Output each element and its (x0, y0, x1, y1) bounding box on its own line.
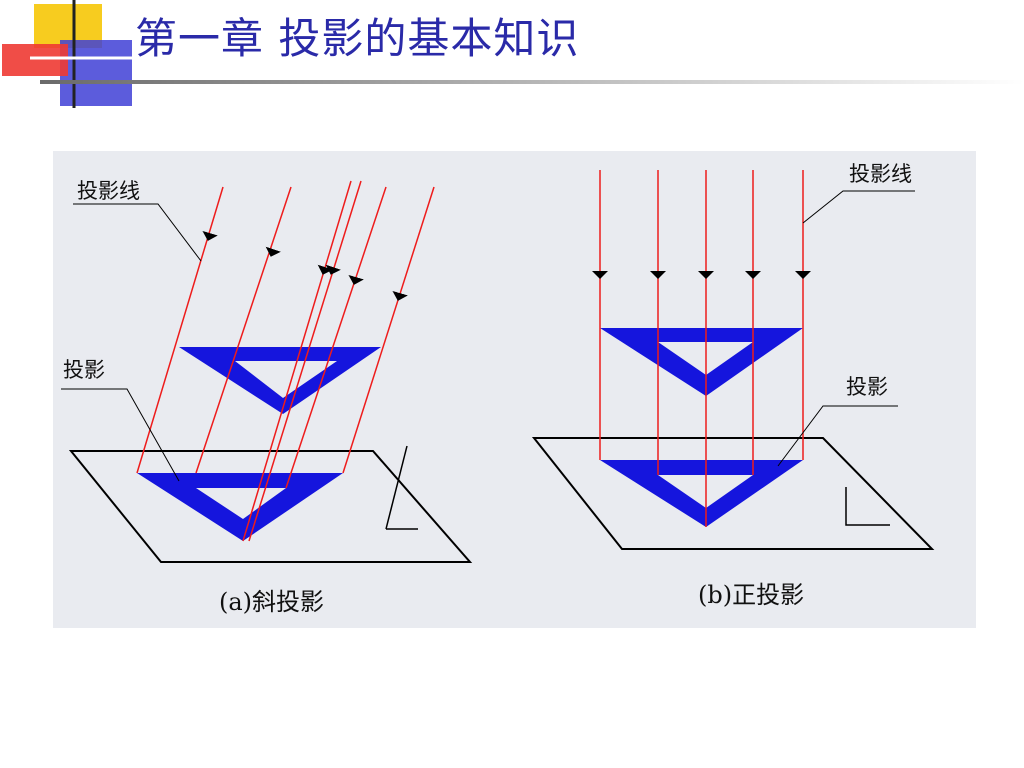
diagram-b-right-angle-mark (845, 487, 890, 526)
diagram-a-projection-line (342, 186, 435, 474)
diagram-a-projection-line-label: 投影线 (77, 179, 140, 203)
diagram-b-projection-label: 投影 (846, 375, 888, 399)
projection-figure: 投影线 投影 (a)斜投影 (61, 162, 935, 616)
diagram-b-caption: (b)正投影 (698, 581, 804, 609)
diagram-a-projection-line (248, 180, 362, 542)
diagram-b-object-triangle (600, 328, 803, 396)
slide-logo-mark (2, 0, 138, 108)
diagram-a-arrow (317, 264, 333, 275)
diagram-a-arrow (392, 290, 408, 301)
title-underline (40, 80, 1024, 84)
diagram-b-projection-lines (599, 170, 804, 527)
diagram-b-projection-line-leader (802, 190, 915, 224)
logo-blue-block (60, 40, 132, 106)
diagram-a-projection-line (195, 186, 292, 474)
diagram-a-caption: (a)斜投影 (219, 588, 324, 616)
diagram-a-projection-plane (68, 450, 473, 563)
diagram-a-arrow (348, 274, 364, 285)
diagram-a-projection-lines (136, 180, 435, 542)
diagram-a-arrow (325, 264, 341, 275)
diagram-a-object-triangle (179, 347, 381, 414)
slide-title: 第一章 投影的基本知识 (135, 14, 580, 63)
diagram-a-projection-line-leader (73, 203, 202, 262)
diagram-a-projection-leader (61, 388, 180, 482)
diagram-a-angle-line (385, 445, 408, 530)
diagram-b-projection-leader (777, 405, 898, 467)
diagram-a-projection-label: 投影 (63, 358, 105, 382)
diagram-a-arrow (202, 230, 218, 241)
diagram-b-orthographic-projection: 投影线 投影 (b)正投影 (531, 162, 935, 609)
diagram-b-projected-triangle (600, 460, 803, 527)
diagram-a-projection-line (285, 186, 387, 489)
diagram-b-projection-plane (531, 437, 935, 550)
diagram-a-oblique-projection: 投影线 投影 (a)斜投影 (61, 179, 473, 616)
diagram-a-projected-triangle (137, 473, 343, 541)
diagram-a-projection-line (242, 180, 352, 542)
diagram-b-arrowheads (592, 271, 811, 279)
diagram-a-arrowheads (202, 230, 408, 301)
diagram-b-projection-line-label: 投影线 (849, 162, 912, 186)
logo-red-block (2, 44, 68, 76)
projection-figure-panel: 投影线 投影 (a)斜投影 (53, 151, 976, 628)
